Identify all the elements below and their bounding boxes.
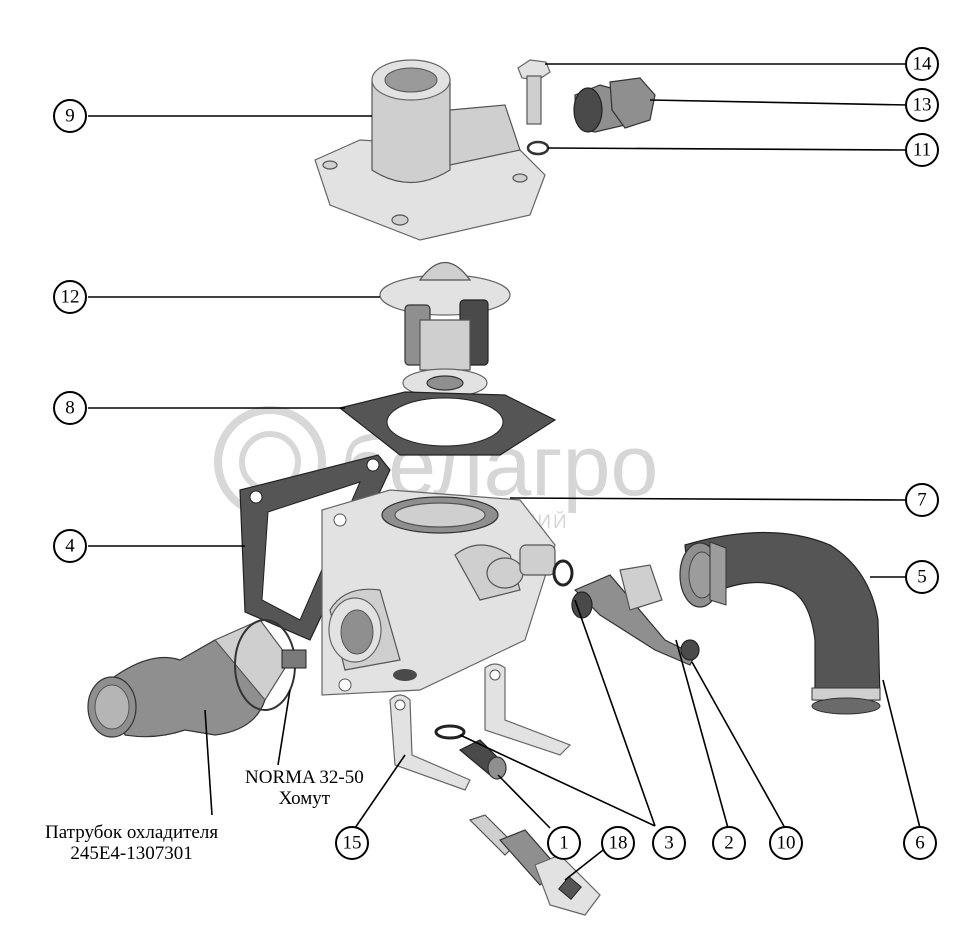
callout-label: 8: [65, 398, 75, 419]
part-washer: [526, 140, 550, 156]
callout-label: 13: [913, 95, 932, 116]
part-brackets: [389, 663, 572, 791]
clamp-caption-line1: NORMA 32-50: [245, 767, 364, 788]
pipe-caption-line1: Патрубок охладителя: [45, 822, 219, 843]
callout-label: 9: [65, 106, 75, 127]
callout-6: 6: [903, 826, 937, 860]
callout-label: 3: [664, 833, 674, 854]
callout-label: 6: [915, 833, 925, 854]
callout-label: 1: [559, 833, 569, 854]
part-o-ring-lower: [434, 724, 466, 740]
callout-14: 14: [905, 47, 939, 81]
clamp-caption: NORMA 32-50 Хомут: [245, 767, 364, 809]
part-bolt: [517, 59, 551, 125]
callout-10: 10: [769, 826, 803, 860]
clamp-caption-line2: Хомут: [278, 788, 331, 809]
callout-label: 10: [777, 833, 796, 854]
callout-label: 14: [913, 54, 933, 75]
part-hose: [679, 531, 881, 715]
callout-2: 2: [712, 826, 746, 860]
callout-label: 2: [724, 833, 734, 854]
pipe-caption: Патрубок охладителя 245E4-1307301: [45, 822, 218, 864]
part-cooler-pipe: [87, 619, 291, 738]
part-thermostat: [379, 262, 511, 398]
callout-5: 5: [905, 560, 939, 594]
part-o-ring-upper: [552, 559, 574, 587]
part-sensor-large: [468, 814, 601, 916]
callout-1: 1: [547, 826, 581, 860]
callout-9: 9: [53, 99, 87, 133]
callout-7: 7: [905, 483, 939, 517]
callout-8: 8: [53, 391, 87, 425]
leader-lines: [88, 63, 921, 881]
callout-label: 12: [61, 287, 80, 308]
part-thermostat-housing: [321, 489, 556, 696]
part-fitting: [571, 564, 700, 666]
callout-4: 4: [53, 529, 87, 563]
callout-label: 5: [917, 567, 927, 588]
callout-3: 3: [652, 826, 686, 860]
callout-18: 18: [601, 826, 635, 860]
part-sensor-small: [458, 739, 507, 780]
callout-11: 11: [905, 133, 939, 167]
callout-label: 4: [65, 536, 75, 557]
part-thermostat-cover: [314, 59, 546, 241]
callout-12: 12: [53, 280, 87, 314]
part-plug: [573, 77, 656, 133]
callout-label: 18: [609, 833, 628, 854]
part-clamp-norma: [234, 619, 307, 711]
callout-13: 13: [905, 88, 939, 122]
callout-label: 7: [917, 490, 927, 511]
part-gasket-square: [338, 391, 557, 456]
pipe-caption-line2: 245E4-1307301: [70, 843, 193, 864]
callout-label: 11: [913, 140, 931, 161]
callout-label: 15: [343, 833, 362, 854]
callout-15: 15: [335, 826, 369, 860]
